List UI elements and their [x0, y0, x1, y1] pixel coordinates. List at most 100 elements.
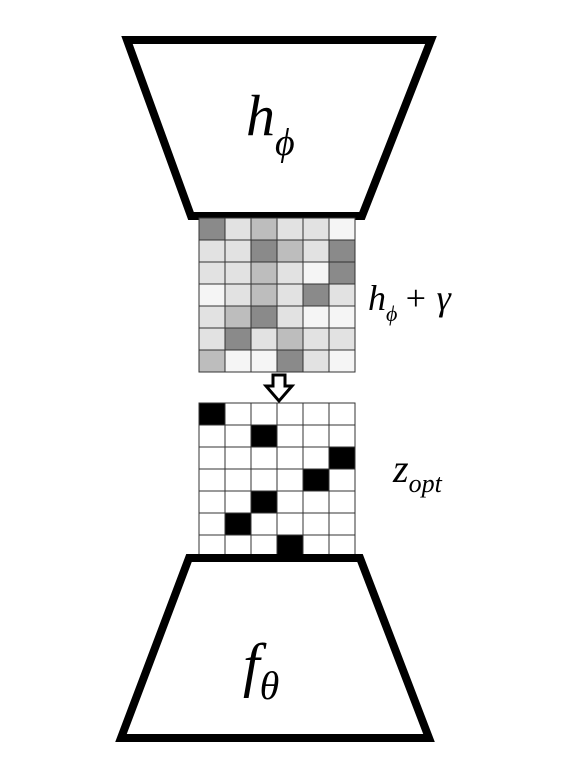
optimal-latent-label: zopt	[392, 446, 443, 498]
noisy-latent-rest: + γ	[403, 278, 451, 318]
noisy-latent-cell	[302, 239, 330, 263]
encoder-trapezoid	[121, 36, 437, 220]
noisy-latent-cell	[250, 305, 278, 329]
optimal-latent-cell	[302, 512, 330, 536]
optimal-latent-cell	[276, 446, 304, 470]
noisy-latent-cell	[224, 261, 252, 285]
noisy-latent-cell	[198, 283, 226, 307]
decoder-trapezoid	[115, 554, 435, 742]
noisy-latent-cell	[198, 261, 226, 285]
noisy-latent-cell	[224, 217, 252, 241]
optimal-latent-cell	[302, 468, 330, 492]
noisy-latent-cell	[250, 261, 278, 285]
encoder-label: hϕ	[246, 83, 295, 164]
noisy-latent-cell	[302, 261, 330, 285]
optimal-latent-cell	[250, 468, 278, 492]
noisy-latent-cell	[224, 327, 252, 351]
optimal-latent-cell	[224, 446, 252, 470]
noisy-latent-cell	[328, 349, 356, 373]
optimal-latent-cell	[328, 402, 356, 426]
optimal-latent-cell	[250, 446, 278, 470]
optimal-latent-cell	[276, 490, 304, 514]
optimal-latent-cell	[328, 446, 356, 470]
optimal-latent-cell	[250, 424, 278, 448]
noisy-latent-label: hϕ+ γ	[368, 278, 452, 326]
optimal-latent-cell	[302, 402, 330, 426]
optimal-latent-cell	[198, 468, 226, 492]
noisy-latent-cell	[302, 305, 330, 329]
decoder-block: fθ	[115, 554, 435, 742]
noisy-latent-subscript: ϕ	[386, 301, 397, 326]
optimal-latent-cell	[328, 534, 356, 558]
noisy-latent-cell	[328, 305, 356, 329]
decoder-label: fθ	[243, 632, 279, 708]
optimal-latent-cell	[302, 446, 330, 470]
optimal-latent-cell	[198, 424, 226, 448]
optimal-latent-cell	[302, 490, 330, 514]
optimal-latent-cell	[302, 534, 330, 558]
noisy-latent-cell	[224, 349, 252, 373]
noisy-latent-cell	[302, 349, 330, 373]
optimal-latent-cell	[224, 424, 252, 448]
noisy-latent-cell	[250, 217, 278, 241]
optimal-latent-grid	[198, 402, 356, 558]
optimal-latent-subscript: opt	[409, 469, 443, 498]
noisy-latent-cell	[276, 217, 304, 241]
noisy-latent-cell	[198, 217, 226, 241]
noisy-latent-cell	[276, 349, 304, 373]
optimal-latent-cell	[276, 468, 304, 492]
optimal-latent-cell	[250, 512, 278, 536]
noisy-latent-cell	[198, 327, 226, 351]
optimal-latent-cell	[328, 424, 356, 448]
optimal-latent-cell	[224, 490, 252, 514]
optimal-latent-cell	[198, 490, 226, 514]
optimal-latent-cell	[250, 490, 278, 514]
noisy-latent-cell	[250, 283, 278, 307]
noisy-latent-cell	[224, 283, 252, 307]
noisy-latent-cell	[276, 261, 304, 285]
noisy-latent-cell	[198, 305, 226, 329]
optimal-latent-cell	[250, 402, 278, 426]
optimal-latent-cell	[302, 424, 330, 448]
encoder-symbol: h	[246, 83, 275, 148]
hollow-down-arrow-icon	[262, 373, 296, 404]
noisy-latent-cell	[328, 239, 356, 263]
optimal-latent-cell	[224, 402, 252, 426]
noisy-latent-cell	[198, 239, 226, 263]
noisy-latent-cell	[250, 349, 278, 373]
noisy-latent-cell	[250, 239, 278, 263]
noisy-latent-cell	[276, 305, 304, 329]
optimal-latent-symbol: z	[392, 446, 409, 491]
optimal-latent-cell	[224, 468, 252, 492]
noisy-latent-cell	[328, 217, 356, 241]
optimal-latent-cell	[276, 424, 304, 448]
optimal-latent-cell	[198, 534, 226, 558]
noisy-latent-cell	[276, 283, 304, 307]
encoder-subscript: ϕ	[275, 122, 295, 164]
encoder-block: hϕ	[121, 36, 437, 220]
optimal-latent-cell	[276, 512, 304, 536]
noisy-latent-cell	[328, 261, 356, 285]
optimal-latent-cell	[250, 534, 278, 558]
optimal-latent-cell	[328, 512, 356, 536]
decoder-subscript: θ	[260, 663, 280, 708]
optimal-latent-cell	[328, 490, 356, 514]
noisy-latent-cell	[276, 239, 304, 263]
optimal-latent-cell	[328, 468, 356, 492]
noisy-latent-cell	[302, 327, 330, 351]
noisy-latent-cell	[302, 217, 330, 241]
noisy-latent-cell	[224, 305, 252, 329]
optimal-latent-cell	[276, 534, 304, 558]
optimal-latent-cell	[224, 534, 252, 558]
noisy-latent-cell	[328, 327, 356, 351]
noisy-latent-cell	[224, 239, 252, 263]
noisy-latent-cell	[250, 327, 278, 351]
noisy-latent-symbol: h	[368, 278, 386, 318]
noisy-latent-grid	[198, 217, 356, 373]
noisy-latent-cell	[198, 349, 226, 373]
optimal-latent-cell	[224, 512, 252, 536]
optimal-latent-cell	[198, 402, 226, 426]
optimal-latent-cell	[276, 402, 304, 426]
optimal-latent-cell	[198, 446, 226, 470]
